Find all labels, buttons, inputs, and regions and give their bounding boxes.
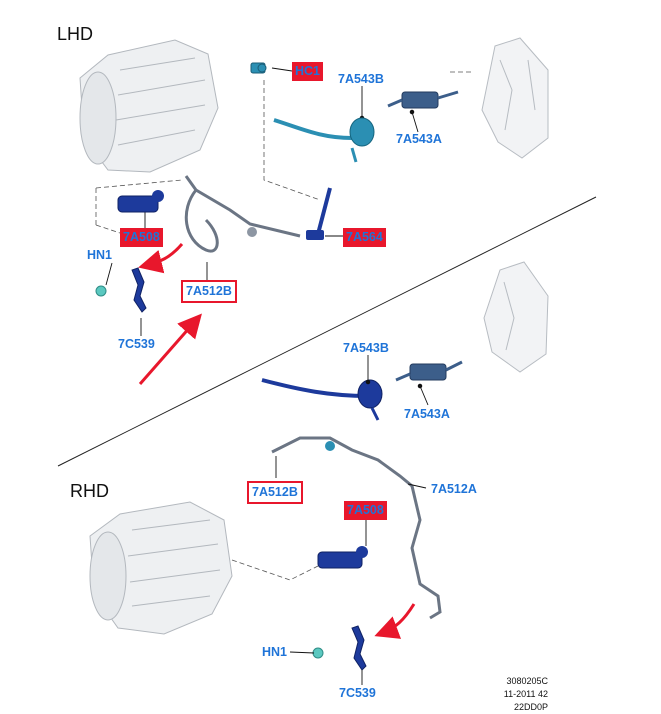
arrow-to-fork-lhd — [138, 243, 184, 274]
section-title-lhd: LHD — [57, 24, 94, 44]
cylinder-7a508-lhd — [117, 190, 164, 213]
label-hn1-lhd[interactable]: HN1 — [87, 248, 113, 262]
arrow-to-fork-rhd — [374, 603, 416, 639]
pedal-bracket-rhd — [483, 261, 549, 373]
label-7a543b-rhd[interactable]: 7A543B — [343, 341, 389, 355]
label-hc1-lhd[interactable]: HC1 — [292, 62, 324, 81]
master-cylinder-assembly-rhd — [261, 360, 463, 421]
hydraulic-pipe-rhd — [271, 436, 442, 620]
bleed-nipple-lhd — [247, 227, 257, 237]
label-7a512b-rhd[interactable]: 7A512B — [247, 481, 303, 504]
label-7a543a-lhd[interactable]: 7A543A — [396, 132, 442, 146]
leader-lines-lhd — [95, 71, 472, 234]
label-7a508-lhd[interactable]: 7A508 — [120, 228, 163, 247]
label-7a543a-rhd[interactable]: 7A543A — [404, 407, 450, 421]
reference-code: 3080205C — [506, 676, 548, 686]
reference-id: 22DD0P — [513, 702, 548, 712]
label-7a512a-rhd[interactable]: 7A512A — [431, 482, 477, 496]
label-7a512b-lhd[interactable]: 7A512B — [181, 280, 237, 303]
label-7a508-rhd[interactable]: 7A508 — [344, 501, 387, 520]
hydraulic-pipe-lhd — [184, 175, 301, 253]
section-title-rhd: RHD — [70, 481, 109, 501]
cylinder-7a508-rhd — [317, 546, 368, 569]
pivot-hn1-lhd — [95, 285, 107, 297]
label-hn1-rhd[interactable]: HN1 — [262, 645, 288, 659]
label-7c539-rhd[interactable]: 7C539 — [339, 686, 376, 700]
pivot-hn1-rhd — [312, 647, 324, 659]
release-fork-rhd — [351, 625, 367, 671]
pedal-bracket-lhd — [481, 37, 549, 159]
callout-lines-lhd — [105, 67, 419, 336]
transmission-housing-lhd — [79, 39, 219, 173]
label-7c539-lhd[interactable]: 7C539 — [118, 337, 155, 351]
release-fork-lhd — [131, 267, 147, 313]
leader-lines-rhd — [231, 559, 319, 581]
label-7a564-lhd[interactable]: 7A564 — [343, 228, 386, 247]
master-cylinder-assembly-lhd — [273, 90, 459, 163]
reference-date: 11-2011 42 — [503, 689, 548, 699]
label-7a543b-lhd[interactable]: 7A543B — [338, 72, 384, 86]
bleed-nipple-rhd — [325, 441, 335, 451]
callout-lines-rhd — [275, 355, 429, 685]
section-divider — [57, 196, 597, 467]
hose-7a564-lhd — [306, 187, 332, 240]
arrow-diagonal — [138, 313, 202, 385]
transmission-housing-rhd — [89, 501, 233, 635]
fitting-hc1-lhd — [250, 62, 267, 74]
